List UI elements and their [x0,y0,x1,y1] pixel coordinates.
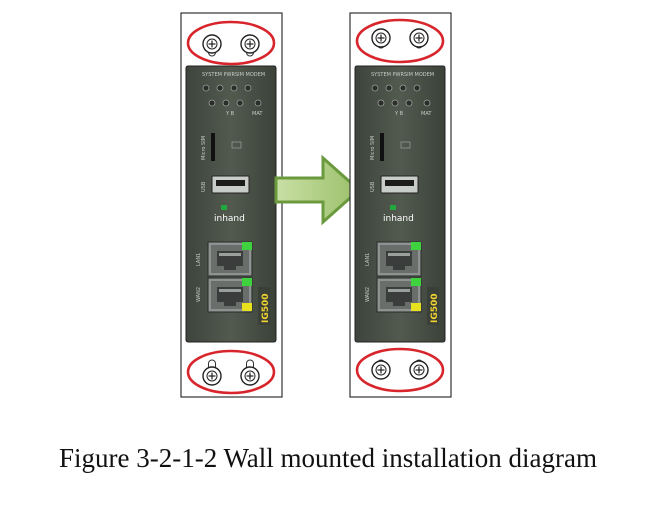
bottom-bracket-left [186,349,276,395]
top-bracket-right [355,18,445,64]
screw-highlight-top-left [186,20,276,66]
ethernet-ports-right: LAN1 WAN2 [365,241,422,313]
led-area-left: SYSTEM PWR SIM MODEM Y B MAT [202,72,265,117]
led-label-sys-right: SYSTEM PWR [371,72,404,78]
usb-label-left: USB [201,181,207,192]
led-label-sim-right: SIM MODEM [404,72,434,78]
figure-caption: Figure 3-2-1-2 Wall mounted installation… [59,443,597,473]
device-before: SYSTEM PWR SIM MODEM Y B MAT Micro SIM U… [180,12,283,398]
led-label-sim: SIM MODEM [235,72,265,78]
eth1-label-left: LAN1 [196,253,202,266]
eth2-label-left: WAN2 [196,287,202,302]
led-label-yb: Y B [225,111,235,117]
led-area-right: SYSTEM PWR SIM MODEM Y B MAT [371,72,434,117]
sim-slot-right [380,133,384,161]
device-after: SYSTEM PWR SIM MODEM Y B MAT Micro SIM U… [349,12,452,398]
brand-logo-left: inhand [214,214,245,224]
eth2-label-right: WAN2 [365,287,371,302]
led-label-yb-right: Y B [394,111,404,117]
top-bracket-left [186,20,276,66]
led-label-mat-right: MAT [421,111,432,117]
screw-highlight-top-right [355,18,445,64]
bottom-bracket-right [355,347,445,393]
model-label-right: IG500 [430,293,440,323]
sim-label-right: Micro SIM [370,136,376,160]
ethernet-ports-left: LAN1 WAN2 [196,241,253,313]
led-label-mat: MAT [252,111,263,117]
sim-slot-left [211,133,215,161]
screw-highlight-bottom-left [186,349,276,395]
led-label-sys: SYSTEM PWR [202,72,235,78]
screw-highlight-bottom-right [355,347,445,393]
brand-logo-right: inhand [383,214,414,224]
usb-label-right: USB [370,181,376,192]
sim-label-left: Micro SIM [201,136,207,160]
eth1-label-right: LAN1 [365,253,371,266]
transition-arrow [274,154,362,226]
model-label-left: IG500 [261,293,271,323]
